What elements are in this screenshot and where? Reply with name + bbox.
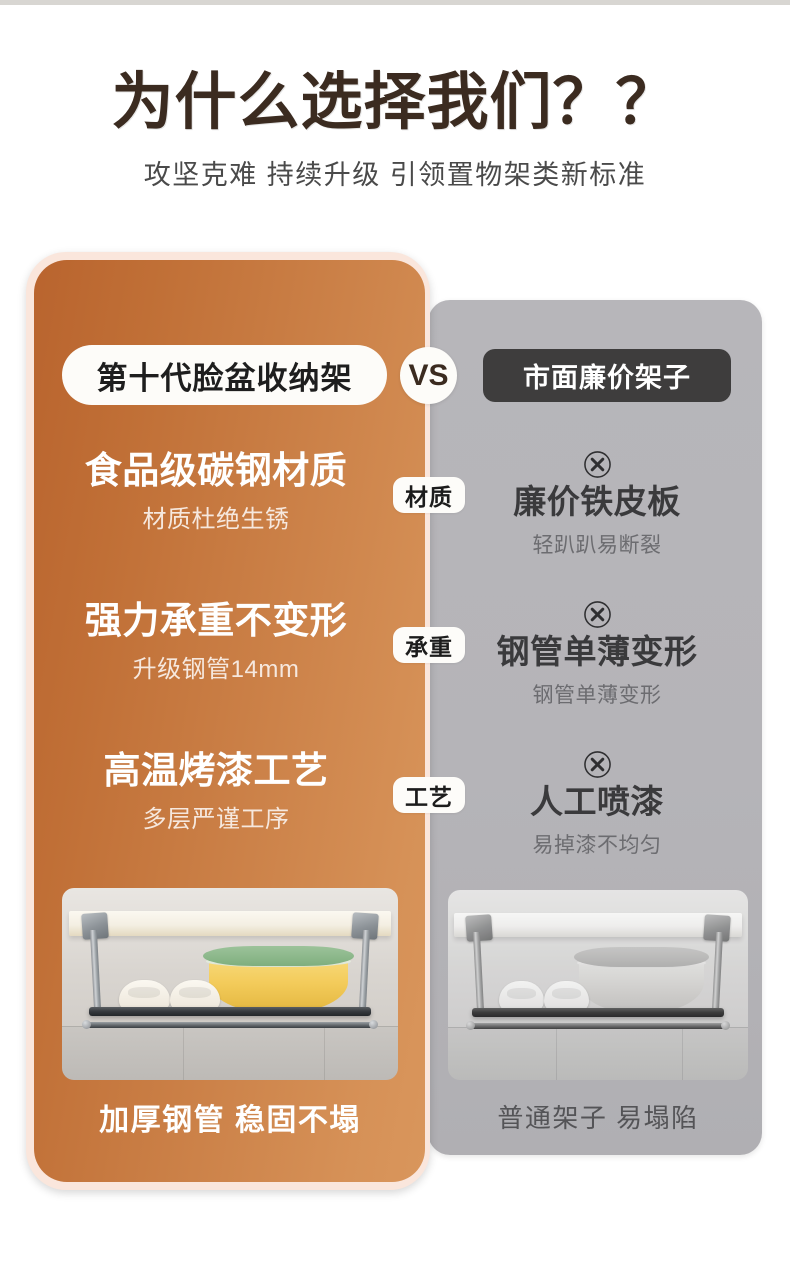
product-photo-scene [62, 888, 398, 1080]
x-circle-icon [583, 751, 611, 778]
header: 为什么选择我们？？ 攻坚克难 持续升级 引领置物架类新标准 [0, 68, 790, 191]
rack-end-cap [368, 1020, 378, 1030]
slipper-strap [507, 988, 536, 1000]
floor-seam [556, 1026, 557, 1080]
basin-body [209, 959, 349, 1013]
basin-body [579, 960, 704, 1014]
floor [62, 1026, 398, 1080]
slipper-strap [552, 988, 581, 1000]
floor-seam [324, 1026, 326, 1080]
rack-end-cap [721, 1021, 730, 1031]
x-circle-icon [583, 601, 611, 628]
countertop-slab [68, 911, 392, 936]
product-feature: 高温烤漆工艺 多层严谨工序 [46, 750, 386, 834]
vs-badge: VS [400, 347, 457, 404]
product-feature-title: 高温烤漆工艺 [103, 750, 329, 791]
product-feature: 食品级碳钢材质 材质杜绝生锈 [46, 450, 386, 534]
slipper-strap [178, 987, 211, 999]
rack-end-cap [82, 1020, 92, 1030]
category-tag: 承重 [393, 627, 465, 663]
product-caption: 加厚钢管 稳固不塌 [99, 1104, 361, 1137]
rack-shelf [88, 1007, 372, 1017]
basin-lid [574, 947, 709, 967]
product-feature-title: 食品级碳钢材质 [84, 450, 348, 491]
floor [448, 1026, 748, 1080]
slipper-strap [128, 987, 161, 999]
competitor-feature: 人工喷漆 易掉漆不均匀 [452, 750, 742, 859]
product-feature-sub: 多层严谨工序 [142, 806, 290, 834]
basin-stack [203, 945, 355, 1013]
rack-rail [85, 1022, 375, 1029]
category-tag: 工艺 [393, 777, 465, 813]
countertop-slab [454, 912, 742, 938]
competitor-feature-title: 廉价铁皮板 [513, 483, 681, 520]
product-feature-sub: 材质杜绝生锈 [142, 506, 290, 534]
competitor-feature-title: 人工喷漆 [530, 783, 664, 820]
product-feature-sub: 升级钢管14mm [132, 656, 300, 684]
competitor-feature-title: 钢管单薄变形 [496, 633, 698, 670]
rack-rail [469, 1023, 727, 1029]
competitor-feature: 廉价铁皮板 轻趴趴易断裂 [452, 450, 742, 559]
x-circle-icon [583, 451, 611, 478]
page-subtitle: 攻坚克难 持续升级 引领置物架类新标准 [143, 159, 647, 190]
product-photo [62, 888, 398, 1080]
product-title-badge: 第十代脸盆收纳架 [62, 345, 387, 405]
category-tag: 材质 [393, 477, 465, 513]
competitor-feature-sub: 钢管单薄变形 [532, 683, 662, 707]
rack-shelf [472, 1007, 724, 1017]
page-title: 为什么选择我们？？ [111, 68, 679, 137]
competitor-feature-sub: 易掉漆不均匀 [532, 833, 662, 857]
basin-lid [203, 945, 355, 966]
rack-end-cap [466, 1021, 475, 1031]
product-feature: 强力承重不变形 升级钢管14mm [46, 600, 386, 684]
competitor-photo-scene [448, 890, 748, 1080]
floor-seam [182, 1026, 184, 1080]
competitor-title-badge: 市面廉价架子 [483, 349, 731, 402]
floor-seam [682, 1026, 683, 1080]
competitor-feature-sub: 轻趴趴易断裂 [532, 533, 662, 557]
product-feature-title: 强力承重不变形 [84, 600, 348, 641]
competitor-feature: 钢管单薄变形 钢管单薄变形 [452, 600, 742, 709]
basin-stack [574, 947, 709, 1014]
competitor-photo [448, 890, 748, 1080]
top-edge-strip [0, 0, 790, 5]
competitor-caption: 普通架子 易塌陷 [497, 1103, 699, 1133]
